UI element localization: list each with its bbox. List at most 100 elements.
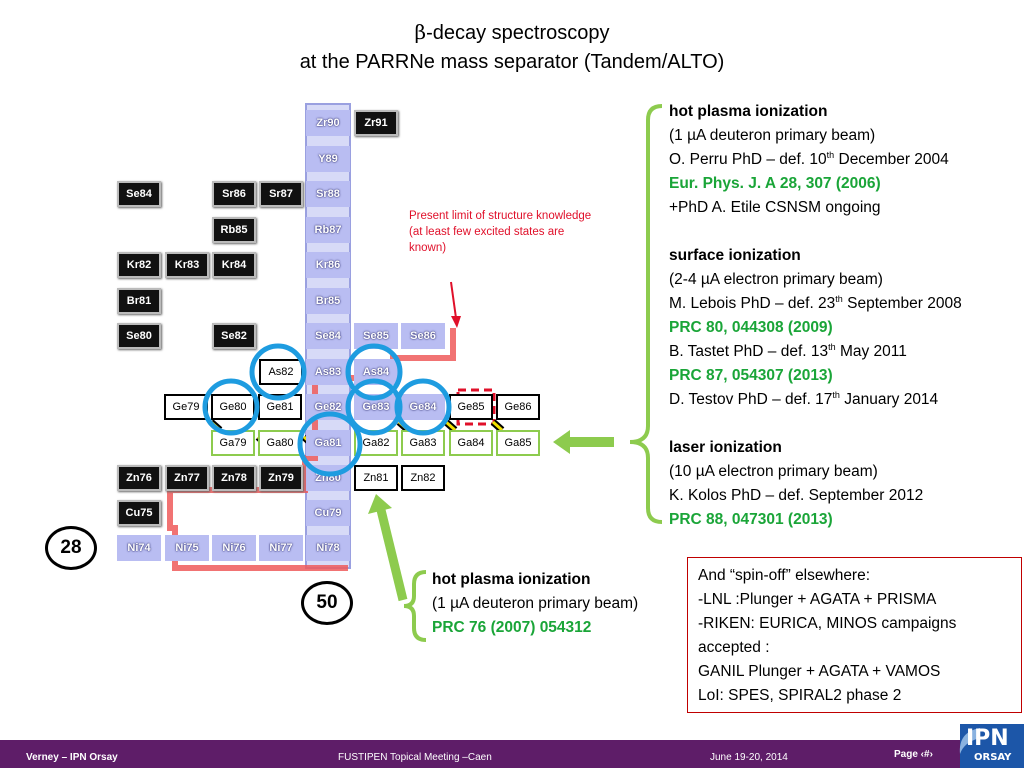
footer-page: Page ‹#› xyxy=(894,749,933,760)
nuclide-box: Rb85 xyxy=(212,217,256,243)
nuclide-box: Zn78 xyxy=(212,465,256,491)
bottom-beam: (1 µA deuteron primary beam) xyxy=(432,595,639,612)
nuclide-box: Ni76 xyxy=(212,535,256,561)
nuclide-box: Ge79 xyxy=(164,394,208,420)
ipn-orsay-logo: IPN ORSAY xyxy=(946,724,1024,768)
s1-beam: (1 µA deuteron primary beam) xyxy=(669,127,876,144)
nuclide-box: Ge83 xyxy=(354,394,398,420)
s3-ref: PRC 88, 047301 (2013) xyxy=(669,511,833,528)
nuclide-box: Br81 xyxy=(117,288,161,314)
nuclide-box: Ga79 xyxy=(211,430,255,456)
s2-thesis2: B. Tastet PhD – def. 13th May 2011 xyxy=(669,341,907,360)
slide-title-line2: at the PARRNe mass separator (Tandem/ALT… xyxy=(299,51,725,73)
nuclide-box: Ge84 xyxy=(401,394,445,420)
nuclide-box: As84 xyxy=(354,359,398,385)
limit-arrow xyxy=(450,281,457,319)
nuclide-box: Ni74 xyxy=(117,535,161,561)
spinoff-line2: -LNL :Plunger + AGATA + PRISMA xyxy=(698,591,937,608)
nuclide-box: Br85 xyxy=(306,288,350,314)
logo-swoosh-icon xyxy=(959,728,980,754)
nuclide-box: Rb87 xyxy=(306,217,350,243)
nuclide-box: Se85 xyxy=(354,323,398,349)
bottom-panel: hot plasma ionization (1 µA deuteron pri… xyxy=(432,568,638,640)
logo-subtext: ORSAY xyxy=(974,752,1012,763)
bottom-ref: PRC 76 (2007) 054312 xyxy=(432,619,592,636)
nuclide-box: Se82 xyxy=(212,323,256,349)
nuclide-box: Se84 xyxy=(306,323,350,349)
bottom-arrow-shaft xyxy=(376,508,408,602)
s2-thesis3: D. Testov PhD – def. 17th January 2014 xyxy=(669,389,939,408)
s2-thesis1: M. Lebois PhD – def. 23th September 2008 xyxy=(669,293,962,312)
nuclide-box: Kr83 xyxy=(165,252,209,278)
nuclide-box: Cu79 xyxy=(306,500,350,526)
right-panel: hot plasma ionization (1 µA deuteron pri… xyxy=(669,100,962,532)
nuclide-box: Zn82 xyxy=(401,465,445,491)
green-arrow-left xyxy=(553,430,614,454)
nuclide-box: As82 xyxy=(259,359,303,385)
nuclide-box: Se80 xyxy=(117,323,161,349)
limit-arrow-head xyxy=(451,316,461,328)
slide-title-line1: β-decay spectroscopy xyxy=(414,20,610,44)
nuclide-box: Zn79 xyxy=(259,465,303,491)
s1-title: hot plasma ionization xyxy=(669,103,828,120)
right-brace xyxy=(629,104,663,524)
magic-number-28: 28 xyxy=(45,526,97,570)
bottom-brace xyxy=(403,570,427,642)
footer-date: June 19-20, 2014 xyxy=(710,752,788,763)
nuclide-box: Zr91 xyxy=(354,110,398,136)
present-limit-line2: (at least few excited states are known) xyxy=(409,226,565,254)
footer-bar: Verney – IPN Orsay FUSTIPEN Topical Meet… xyxy=(0,740,1024,768)
nuclide-box: Ga85 xyxy=(496,430,540,456)
nuclide-box: Y89 xyxy=(306,146,350,172)
nuclide-box: Ge82 xyxy=(306,394,350,420)
s3-thesis: K. Kolos PhD – def. September 2012 xyxy=(669,487,924,504)
nuclide-box: Zn80 xyxy=(306,465,350,491)
spinoff-line4: accepted : xyxy=(698,639,770,656)
s1-extra: +PhD A. Etile CSNSM ongoing xyxy=(669,199,881,216)
spinoff-line3: -RIKEN: EURICA, MINOS campaigns xyxy=(698,615,957,632)
nuclide-box: Ni75 xyxy=(165,535,209,561)
logo-text: IPN xyxy=(966,726,1009,751)
s3-title: laser ionization xyxy=(669,439,782,456)
nuclide-box: Ga83 xyxy=(401,430,445,456)
bottom-title: hot plasma ionization xyxy=(432,571,591,588)
nuclide-box: Sr86 xyxy=(212,181,256,207)
spinoff-box: And “spin-off” elsewhere: -LNL :Plunger … xyxy=(687,557,1022,713)
nuclide-box: Ge85 xyxy=(449,394,493,420)
present-limit-annotation: Present limit of structure knowledge (at… xyxy=(409,208,599,256)
nuclide-box: Zn76 xyxy=(117,465,161,491)
nuclide-box: Se84 xyxy=(117,181,161,207)
s3-beam: (10 µA electron primary beam) xyxy=(669,463,878,480)
nuclide-box: Zn81 xyxy=(354,465,398,491)
nuclide-box: Ni78 xyxy=(306,535,350,561)
nuclide-box: Kr86 xyxy=(306,252,350,278)
spinoff-line6: LoI: SPES, SPIRAL2 phase 2 xyxy=(698,687,902,704)
s2-beam: (2-4 µA electron primary beam) xyxy=(669,271,883,288)
s2-title: surface ionization xyxy=(669,247,801,264)
nuclide-box: Cu75 xyxy=(117,500,161,526)
nuclide-box: Sr87 xyxy=(259,181,303,207)
nuclide-box: Ga82 xyxy=(354,430,398,456)
nuclide-box: Ga80 xyxy=(258,430,302,456)
nuclide-box: As83 xyxy=(306,359,350,385)
spinoff-line5: GANIL Plunger + AGATA + VAMOS xyxy=(698,663,941,680)
s2-ref1: PRC 80, 044308 (2009) xyxy=(669,319,833,336)
nuclide-box: Zn77 xyxy=(165,465,209,491)
nuclide-box: Ni77 xyxy=(259,535,303,561)
nuclide-box: Ga84 xyxy=(449,430,493,456)
nuclide-box: Kr82 xyxy=(117,252,161,278)
nuclide-box: Kr84 xyxy=(212,252,256,278)
footer-meeting: FUSTIPEN Topical Meeting –Caen xyxy=(338,752,492,763)
s1-ref: Eur. Phys. J. A 28, 307 (2006) xyxy=(669,175,881,192)
s1-thesis: O. Perru PhD – def. 10th December 2004 xyxy=(669,149,949,168)
magic-number-50: 50 xyxy=(301,581,353,625)
nuclide-box: Ge86 xyxy=(496,394,540,420)
nuclide-box: Zr90 xyxy=(306,110,350,136)
nuclide-box: Ge80 xyxy=(211,394,255,420)
bottom-arrow-head xyxy=(368,494,392,514)
nuclide-box: Se86 xyxy=(401,323,445,349)
nuclide-box: Ga81 xyxy=(306,430,350,456)
nuclide-box: Sr88 xyxy=(306,181,350,207)
nuclide-box: Ge81 xyxy=(258,394,302,420)
